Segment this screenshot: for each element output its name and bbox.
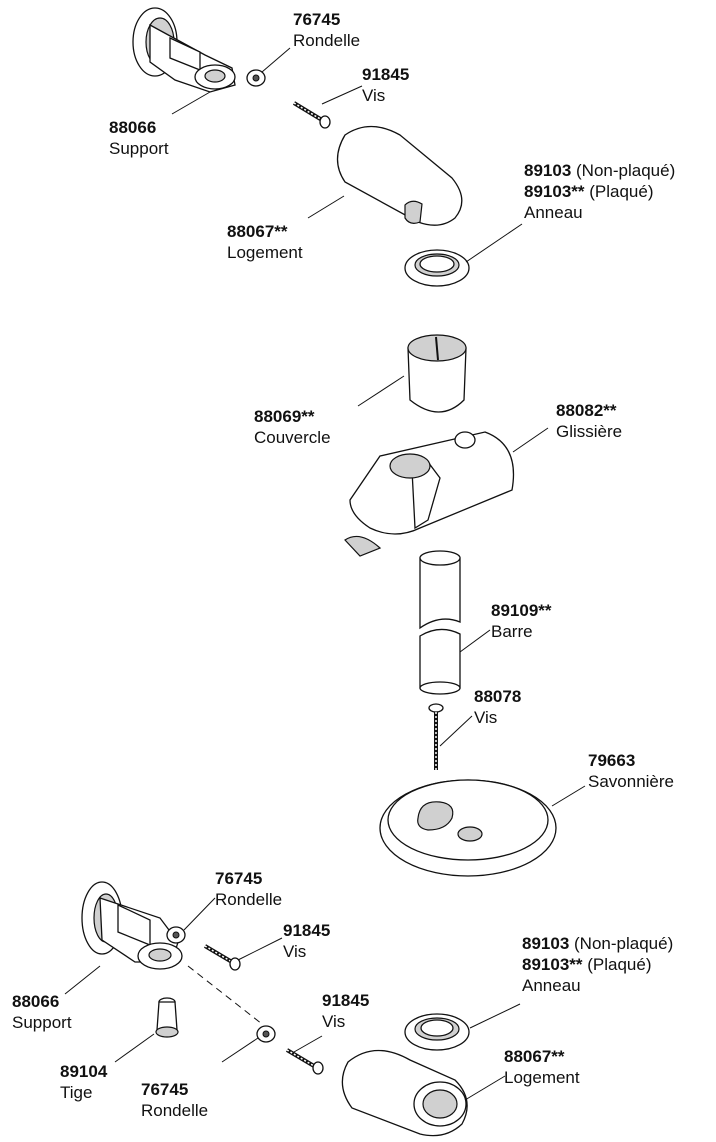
housing-bottom-drawing xyxy=(341,1049,468,1137)
assembly-axis-line xyxy=(187,965,263,1025)
stem-drawing xyxy=(155,997,179,1038)
callout-screw-bottom-lower: 91845 Vis xyxy=(322,991,370,1031)
callout-support-top: 88066 Support xyxy=(109,118,169,158)
housing-top-drawing xyxy=(336,125,463,226)
callout-housing-top: 88067** Logement xyxy=(227,222,303,262)
bar-drawing xyxy=(419,550,461,695)
support-bracket-bottom-drawing xyxy=(81,881,183,970)
callout-cover: 88069** Couvercle xyxy=(254,407,331,447)
callout-washer-top: 76745 Rondelle xyxy=(293,10,361,50)
washer-bottom-upper-drawing xyxy=(166,926,186,944)
callout-soap-dish: 79663 Savonnière xyxy=(588,751,675,791)
callout-housing-bottom: 88067** Logement xyxy=(504,1047,580,1087)
callout-washer-bottom-lower: 76745 Rondelle xyxy=(141,1080,209,1120)
screw-bottom-upper-drawing xyxy=(203,944,241,971)
callout-stem: 89104 Tige xyxy=(60,1062,108,1102)
ring-bottom-drawing xyxy=(404,1013,470,1051)
callout-screw-top: 91845 Vis xyxy=(362,65,410,105)
washer-bottom-lower-drawing xyxy=(256,1025,276,1043)
soap-dish-drawing xyxy=(379,779,557,877)
washer-top-drawing xyxy=(246,69,266,87)
callout-ring-bottom: 89103 (Non-plaqué) 89103** (Plaqué) Anne… xyxy=(522,934,674,995)
callout-screw-vertical: 88078 Vis xyxy=(474,687,522,727)
callout-bar: 89109** Barre xyxy=(491,601,552,641)
callout-screw-bottom-upper: 91845 Vis xyxy=(283,921,331,961)
screw-vertical-drawing xyxy=(428,703,444,770)
slide-drawing xyxy=(344,431,515,557)
callout-slide: 88082** Glissière xyxy=(556,401,623,441)
support-bracket-top-drawing xyxy=(132,7,236,93)
callout-support-bottom: 88066 Support xyxy=(12,992,72,1032)
ring-top-drawing xyxy=(404,249,470,287)
leader-lines xyxy=(64,47,586,1101)
screw-bottom-lower-drawing xyxy=(285,1048,324,1075)
screw-top-drawing xyxy=(292,101,331,129)
callout-ring-top: 89103 (Non-plaqué) 89103** (Plaqué) Anne… xyxy=(524,161,676,222)
callout-washer-bottom-upper: 76745 Rondelle xyxy=(215,869,283,909)
cover-drawing xyxy=(407,334,467,413)
